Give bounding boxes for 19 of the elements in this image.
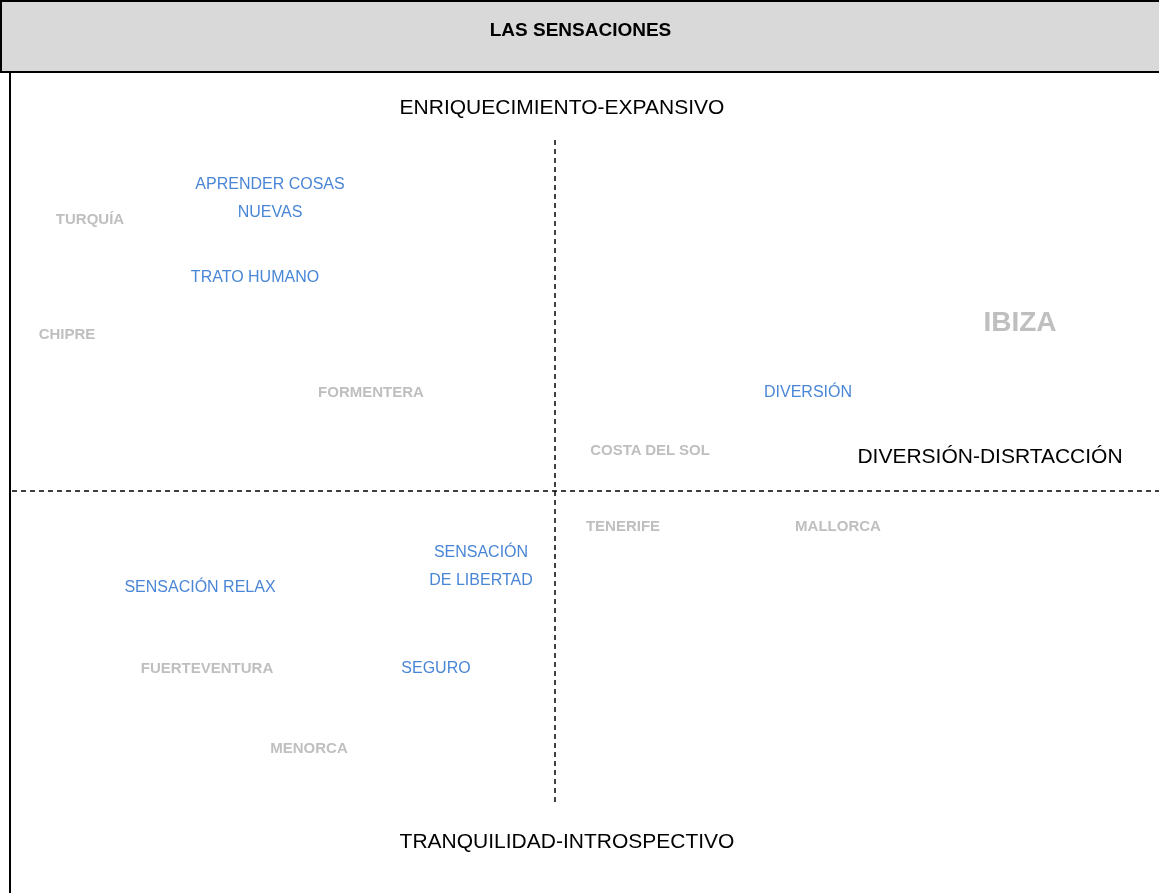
destination-label: MALLORCA	[795, 515, 881, 536]
destination-label: MENORCA	[270, 737, 348, 758]
destination-label: COSTA DEL SOL	[590, 439, 710, 460]
axis-label: TRANQUILIDAD-INTROSPECTIVO	[399, 827, 735, 854]
destination-label: FUERTEVENTURA	[140, 657, 274, 678]
attribute-label: TRATO HUMANO	[190, 267, 320, 287]
destination-label: TURQUÍA	[55, 208, 125, 229]
destination-label: IBIZA	[983, 304, 1057, 339]
axis-label: ENRIQUECIMIENTO-EXPANSIVO	[399, 93, 725, 120]
axis-label: DIVERSIÓN-DISRTACCIÓN	[857, 442, 1123, 469]
destination-label: FORMENTERA	[318, 381, 424, 402]
attribute-label: SENSACIÓN DE LIBERTAD	[428, 541, 534, 590]
title: LAS SENSACIONES	[489, 19, 672, 41]
attribute-label: SENSACIÓN RELAX	[124, 576, 276, 597]
destination-label: TENERIFE	[585, 515, 661, 536]
attribute-label: SEGURO	[401, 658, 471, 678]
destination-label: CHIPRE	[38, 323, 96, 344]
attribute-label: APRENDER COSAS NUEVAS	[194, 174, 346, 222]
attribute-label: DIVERSIÓN	[764, 381, 852, 402]
